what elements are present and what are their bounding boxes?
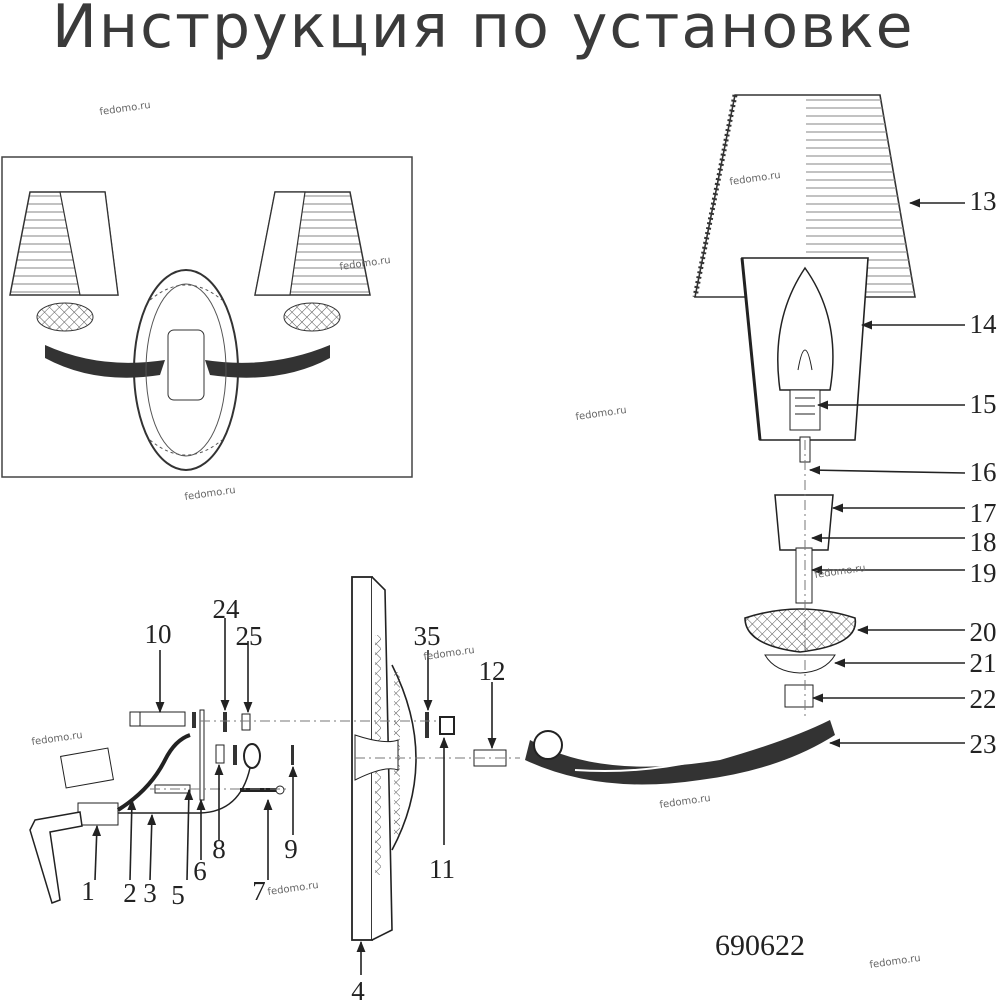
wiring-parts <box>29 733 251 904</box>
arm-23 <box>525 720 835 785</box>
part-label-20: 20 <box>970 617 997 647</box>
assembled-lamp-preview <box>1 156 413 478</box>
part-label-14: 14 <box>970 309 998 339</box>
part-label-22: 22 <box>970 684 997 714</box>
part-label-25: 25 <box>236 621 263 651</box>
part-label-23: 23 <box>970 729 997 759</box>
part-label-16: 16 <box>970 457 997 487</box>
mounting-hardware <box>129 709 507 801</box>
part-label-19: 19 <box>970 558 997 588</box>
part-label-3: 3 <box>143 878 157 908</box>
part-label-8: 8 <box>212 834 226 864</box>
part-label-35: 35 <box>414 621 441 651</box>
watermark: fedomo.ru <box>575 405 627 423</box>
part-label-11: 11 <box>429 854 455 884</box>
part-label-13: 13 <box>970 186 997 216</box>
watermark: fedomo.ru <box>31 730 83 748</box>
part-label-6: 6 <box>193 856 207 886</box>
socket-assembly <box>744 436 857 708</box>
part-label-24: 24 <box>213 594 241 624</box>
model-number: 690622 <box>715 929 805 962</box>
part-label-15: 15 <box>970 389 997 419</box>
part-label-2: 2 <box>123 878 137 908</box>
part-label-7: 7 <box>252 876 266 906</box>
part-label-4: 4 <box>351 976 365 1000</box>
leader-arrows <box>92 198 966 975</box>
watermark: fedomo.ru <box>659 793 711 811</box>
part-label-12: 12 <box>479 656 506 686</box>
watermark: fedomo.ru <box>99 100 151 118</box>
part-label-21: 21 <box>970 648 997 678</box>
part-label-9: 9 <box>284 834 298 864</box>
watermark: fedomo.ru <box>814 563 866 581</box>
watermark: fedomo.ru <box>184 485 236 503</box>
bulb-15 <box>777 266 834 431</box>
part-label-5: 5 <box>171 880 185 910</box>
part-label-17: 17 <box>970 498 997 528</box>
watermark: fedomo.ru <box>267 880 319 898</box>
lamp-shade-13 <box>692 94 916 298</box>
part-label-10: 10 <box>145 619 172 649</box>
page-title: Инструкция по установке <box>52 0 915 62</box>
watermark: fedomo.ru <box>869 953 921 971</box>
part-label-1: 1 <box>81 876 95 906</box>
part-label-18: 18 <box>970 527 997 557</box>
